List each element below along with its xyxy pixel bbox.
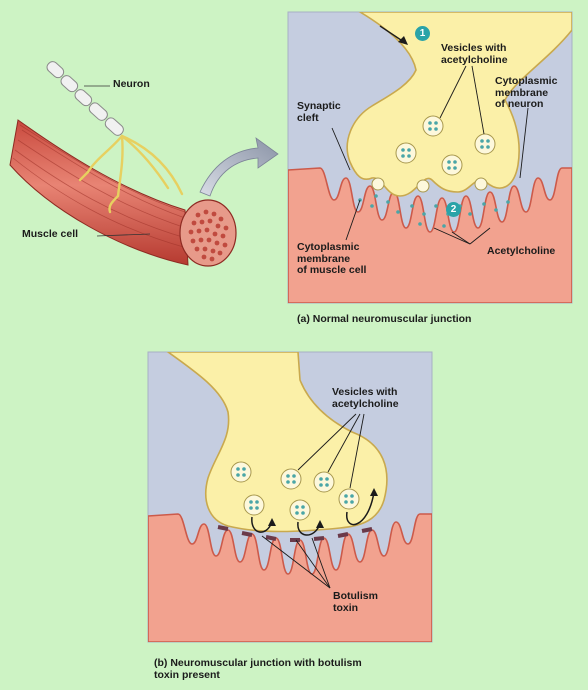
muscle-striations	[12, 124, 188, 249]
muscle-membrane-b	[148, 513, 432, 642]
step-2-badge: 2	[446, 202, 461, 217]
fiber-cross-section	[179, 199, 237, 267]
muscle-membrane-a	[288, 167, 572, 303]
vesicles-a	[371, 115, 496, 193]
botulism-toxin-segments	[217, 525, 373, 542]
neuron-label: Neuron	[113, 78, 150, 90]
panel-a-leader-lines	[331, 65, 529, 245]
vesicles-label-a: Vesicles with acetylcholine	[441, 42, 508, 66]
panel-b-leader-lines	[261, 413, 365, 589]
muscle-cell-illustration	[9, 61, 237, 267]
muscle-cell-label: Muscle cell	[22, 228, 79, 240]
blocked-release-arrowheads	[268, 488, 378, 528]
cytoplasmic-membrane-neuron-label: Cytoplasmic membrane of neuron	[495, 75, 558, 110]
botulism-toxin-label: Botulism toxin	[333, 590, 378, 614]
vesicles-label-b: Vesicles with acetylcholine	[332, 386, 399, 410]
zoom-arrow	[199, 137, 279, 197]
panel-a-illustration	[287, 11, 573, 304]
myofibrils	[188, 209, 229, 262]
step-1-badge: 1	[415, 26, 430, 41]
nerve-branches	[78, 134, 184, 214]
panel-b-illustration	[147, 351, 433, 643]
impulse-arrow	[379, 25, 405, 43]
impulse-arrow-head	[398, 36, 408, 45]
muscle-fiber	[9, 119, 189, 266]
panel-a-caption: (a) Normal neuromuscular junction	[297, 313, 472, 325]
synaptic-cleft-label: Synaptic cleft	[297, 100, 341, 124]
vesicles-b	[230, 461, 360, 521]
panel-b-caption: (b) Neuromuscular junction with botulism…	[154, 657, 362, 681]
acetylcholine-dots-b	[236, 467, 354, 515]
muscle-cell-leader-line	[96, 233, 151, 237]
cytoplasmic-membrane-muscle-label: Cytoplasmic membrane of muscle cell	[297, 241, 367, 276]
acetylcholine-label: Acetylcholine	[487, 245, 556, 257]
neuron-axon	[46, 61, 124, 136]
